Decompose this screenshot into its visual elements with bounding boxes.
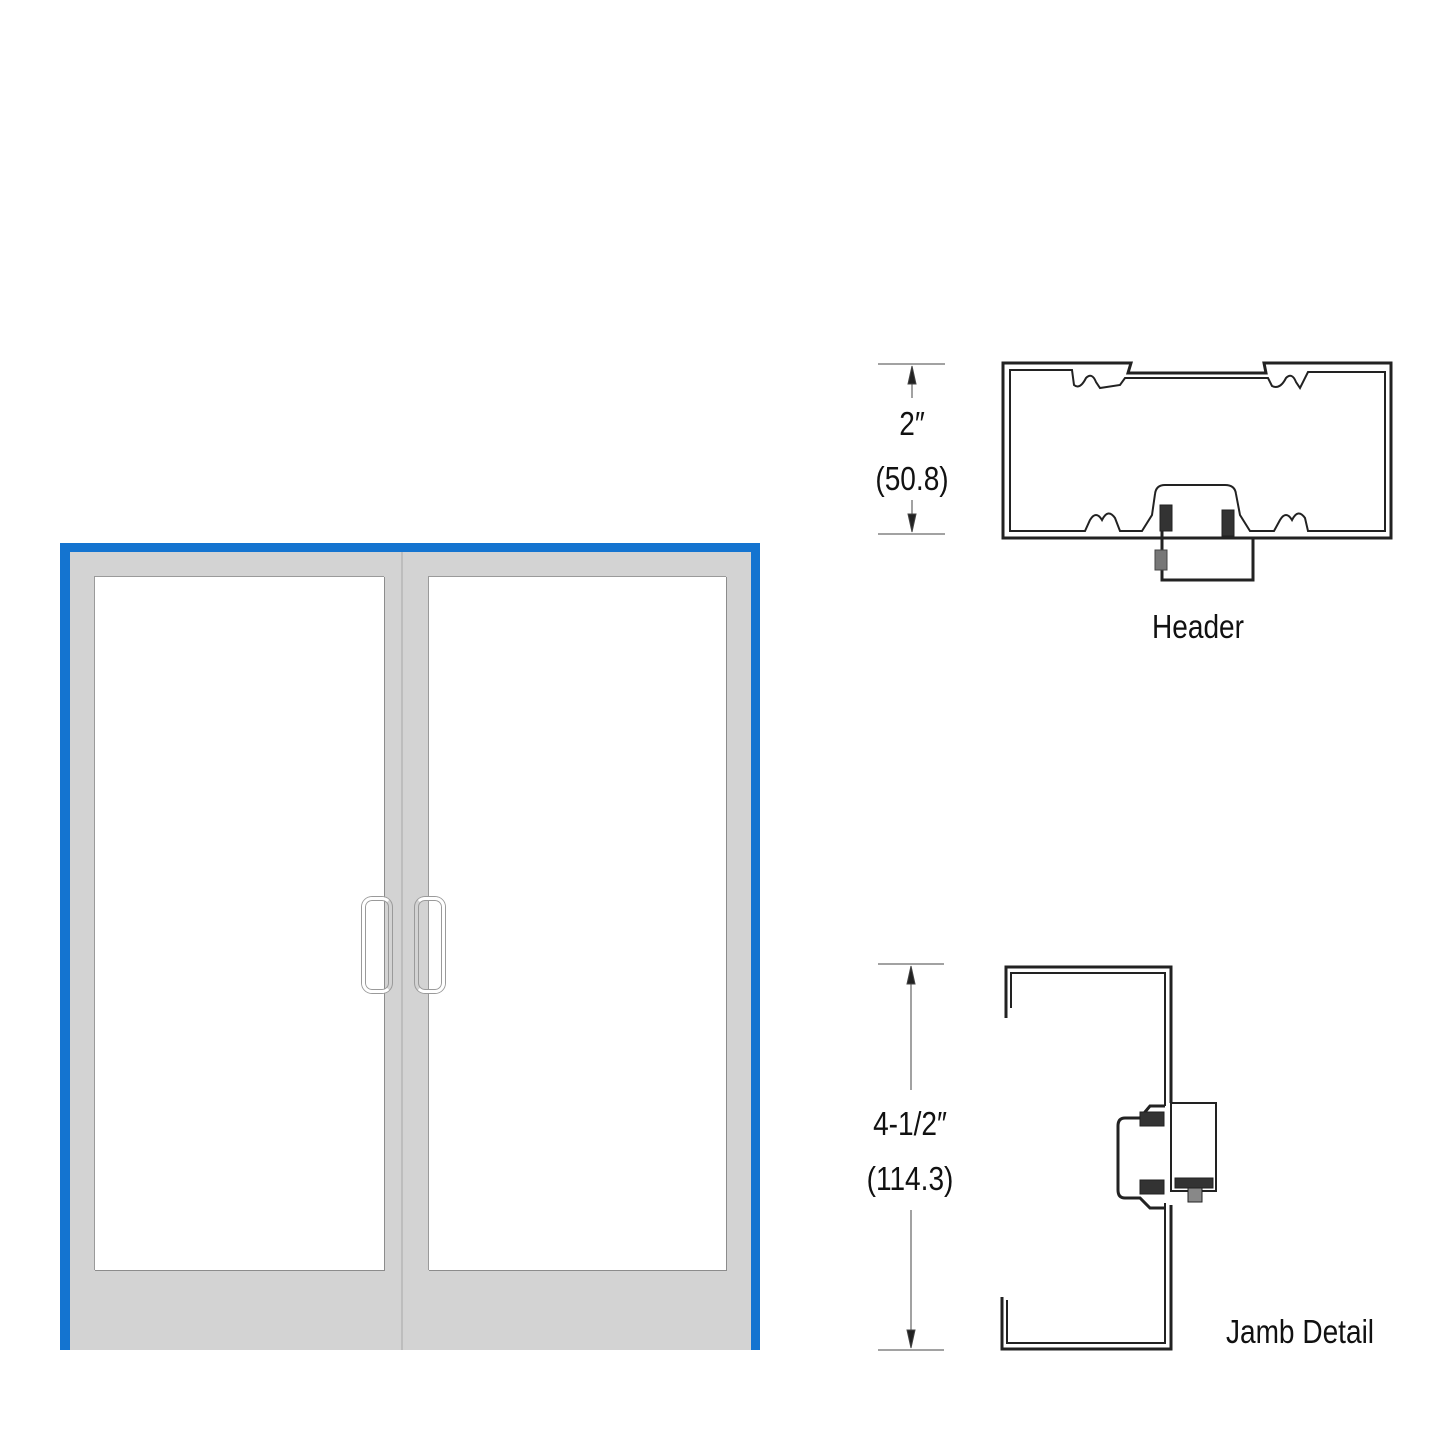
jamb-profile-icon: [1000, 965, 1217, 1351]
header-dimension-imperial: 2″: [899, 405, 925, 442]
header-dimension-metric: (50.8): [875, 460, 949, 497]
left-door-panel: [70, 552, 401, 1350]
right-glass-pane: [428, 576, 726, 1270]
header-profile-icon: [1001, 361, 1393, 582]
jamb-dimension-icon: [878, 963, 944, 1351]
jamb-dimension-metric: (114.3): [866, 1160, 954, 1197]
jamb-caption: Jamb Detail: [1225, 1313, 1375, 1350]
header-caption: Header: [1151, 608, 1244, 645]
right-door-panel: [403, 552, 751, 1350]
jamb-dimension-imperial: 4-1/2″: [873, 1105, 947, 1142]
left-glass-pane: [94, 576, 384, 1270]
right-door-handle-icon: [415, 897, 445, 993]
door-seam: [401, 552, 403, 1350]
header-dimension-icon: [878, 363, 945, 535]
left-door-handle-icon: [362, 897, 392, 993]
